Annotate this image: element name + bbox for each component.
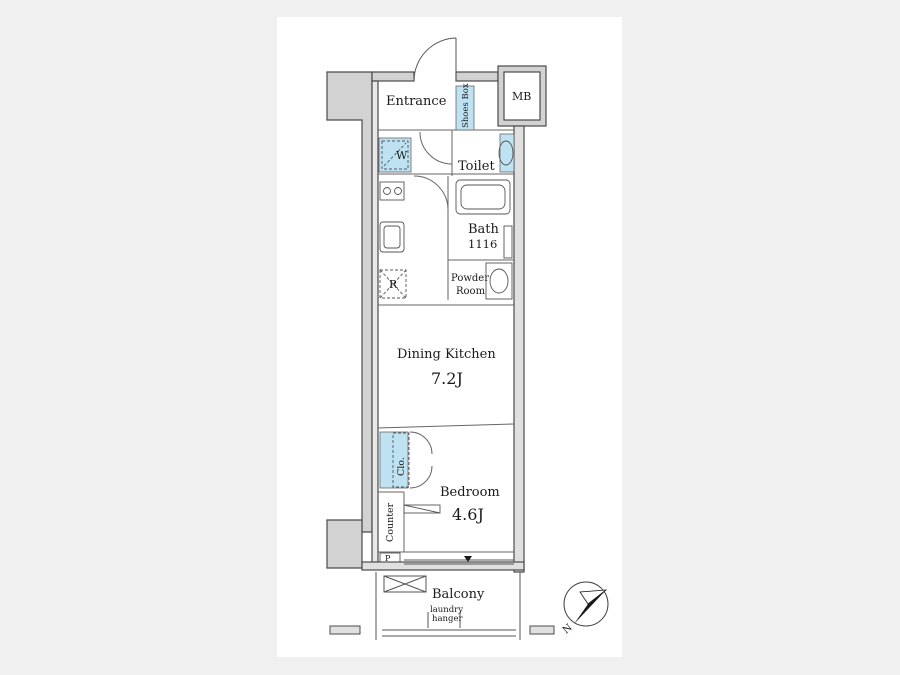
left-wall-column-top	[326, 71, 373, 533]
compass-north-label: N	[561, 622, 575, 636]
compass-ring	[563, 581, 609, 627]
partitions	[377, 129, 515, 553]
entrance-door	[413, 37, 457, 82]
dining-kitchen-label: Dining Kitchen	[397, 347, 496, 362]
right-wall	[513, 125, 525, 573]
closet-label: Clo.	[396, 457, 407, 476]
washer-label: W	[396, 149, 408, 162]
left-inner-wall	[371, 80, 379, 567]
compass-needle-icon	[574, 590, 606, 624]
bath-size-label: 1116	[468, 237, 497, 251]
bath-label: Bath	[468, 222, 500, 237]
laundry-hanger-label-line1: laundry	[430, 605, 463, 615]
window-marker	[464, 556, 472, 562]
exterior-walls	[326, 65, 547, 573]
bedroom-label: Bedroom	[440, 485, 500, 500]
floor-plan-sheet: Entrance Shoes Box MB W Toilet Bath 1116…	[277, 17, 622, 657]
powder-room-label-line2: Room	[456, 286, 486, 297]
dining-kitchen-size-label: 7.2J	[431, 369, 463, 388]
counter-label: Counter	[385, 502, 396, 542]
bedroom-size-label: 4.6J	[452, 505, 484, 524]
left-wall-column-bottom	[326, 519, 363, 569]
fixtures	[379, 140, 514, 563]
top-wall-right	[455, 71, 499, 82]
toilet-tank	[499, 133, 515, 173]
pipe-space-label: P	[385, 554, 391, 563]
bottom-wall	[361, 561, 525, 571]
balcony-area	[375, 559, 521, 640]
mb-inner	[503, 71, 541, 121]
compass-needle-back-icon	[579, 589, 608, 605]
toilet-label: Toilet	[458, 159, 495, 174]
laundry-hanger-label-line2: hanger	[432, 614, 463, 624]
balcony-rail	[329, 625, 555, 635]
entrance-label: Entrance	[386, 94, 447, 109]
shoes-box	[455, 85, 475, 131]
top-wall-left	[371, 71, 415, 82]
compass: N	[561, 581, 609, 636]
closet	[379, 431, 409, 489]
floor-plan: Entrance Shoes Box MB W Toilet Bath 1116…	[326, 37, 609, 640]
balcony-label: Balcony	[432, 587, 485, 602]
powder-room-label-line1: Powder	[451, 273, 489, 284]
shoes-box-label: Shoes Box	[461, 83, 471, 128]
refrigerator-label: R	[389, 278, 398, 291]
mb-label: MB	[512, 90, 531, 103]
